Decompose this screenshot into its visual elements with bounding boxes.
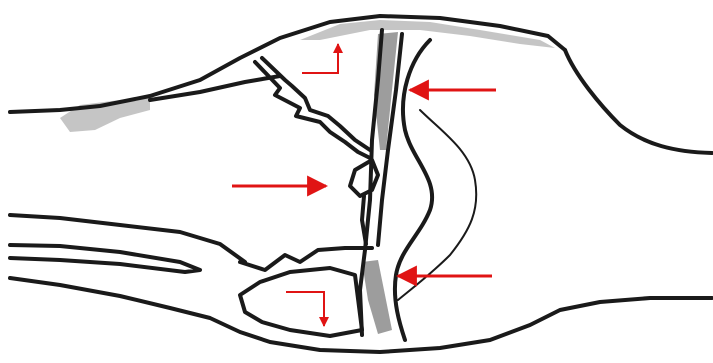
upper-zigzag-line-2 bbox=[262, 58, 370, 150]
elbow-arrow-lower bbox=[286, 292, 324, 326]
shaded-zones bbox=[60, 20, 555, 334]
lower-long-contour-b bbox=[10, 245, 200, 272]
shaded-fringe-left bbox=[60, 96, 150, 132]
lower-wedge-shape bbox=[240, 268, 362, 336]
outline-strokes bbox=[10, 16, 712, 352]
lower-zigzag-line bbox=[240, 248, 372, 270]
centre-stem bbox=[362, 196, 366, 244]
annotation-arrows bbox=[232, 44, 496, 326]
right-rounded-contour bbox=[565, 50, 712, 153]
elbow-arrow-upper bbox=[302, 44, 338, 73]
shaded-strip-lower bbox=[362, 260, 392, 334]
right-wave-line bbox=[395, 40, 432, 340]
centre-knot-shape bbox=[350, 160, 378, 196]
